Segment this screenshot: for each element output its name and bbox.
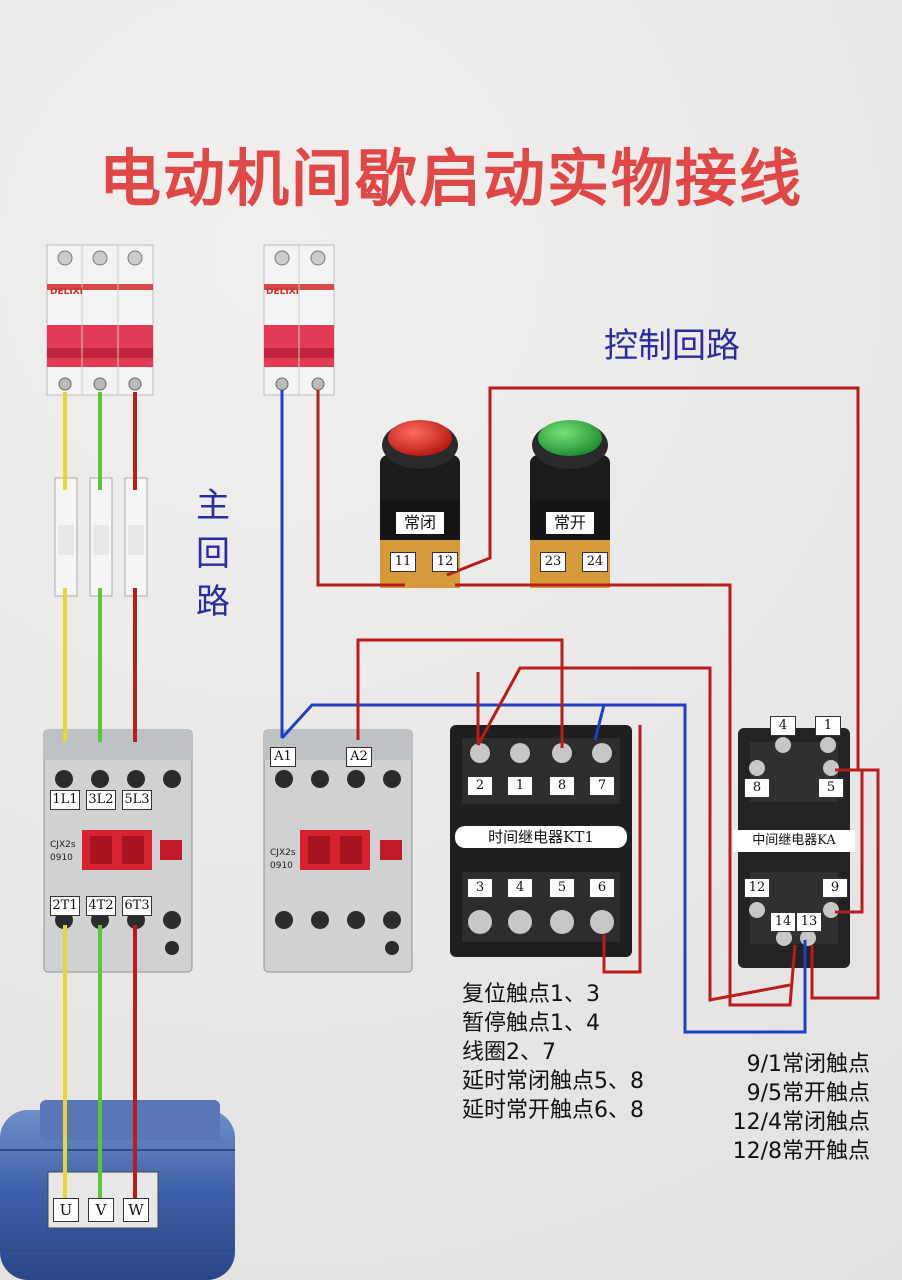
main-contactor-model: CJX2s	[50, 840, 76, 850]
ka-terminal-12: 12	[744, 878, 770, 898]
main-contactor-terminal-4t2: 4T2	[86, 896, 116, 916]
control-circuit-label: 控制回路	[604, 326, 740, 366]
timer-terminal-4: 4	[507, 878, 533, 898]
relay-note: 9/5常开触点	[746, 1081, 870, 1106]
start-button-label: 常开	[546, 512, 594, 534]
timer-terminal-2: 2	[467, 776, 493, 796]
stop-terminal-12: 12	[432, 552, 458, 572]
motor-terminal-w: W	[123, 1198, 149, 1222]
timer-terminal-3: 3	[467, 878, 493, 898]
relay-note: 12/8常开触点	[732, 1139, 870, 1164]
control-contactor-terminal-a1: A1	[270, 747, 296, 767]
motor-terminal-u: U	[53, 1198, 79, 1222]
timer-note: 复位触点1、3	[462, 982, 600, 1007]
timer-note: 延时常闭触点5、8	[462, 1069, 644, 1094]
motor-terminal-v: V	[88, 1198, 114, 1222]
control-breaker	[263, 244, 335, 396]
control-contactor-code: 0910	[270, 861, 293, 871]
start-terminal-24: 24	[582, 552, 608, 572]
timer-relay-name: 时间继电器KT1	[455, 826, 627, 848]
main-contactor-terminal-5l3: 5L3	[122, 790, 152, 810]
ka-terminal-5: 5	[818, 778, 844, 798]
main-contactor-terminal-3l2: 3L2	[86, 790, 116, 810]
main-contactor-code: 0910	[50, 853, 73, 863]
control-contactor	[263, 729, 413, 973]
timer-terminal-1: 1	[507, 776, 533, 796]
main-contactor-terminal-6t3: 6T3	[122, 896, 152, 916]
ka-terminal-14: 14	[770, 912, 796, 932]
relay-note: 9/1常闭触点	[746, 1052, 870, 1077]
main-breaker	[46, 244, 154, 396]
control-contactor-terminal-a2: A2	[346, 747, 372, 767]
relay-notes: 9/1常闭触点 9/5常开触点 12/4常闭触点 12/8常开触点	[704, 1050, 870, 1166]
start-button	[530, 420, 610, 588]
fuse-holders	[54, 477, 148, 597]
timer-notes: 复位触点1、3 暂停触点1、4 线圈2、7 延时常闭触点5、8 延时常开触点6、…	[462, 980, 644, 1125]
page-title: 电动机间歇启动实物接线	[98, 142, 803, 215]
timer-note: 暂停触点1、4	[462, 1011, 600, 1036]
ka-terminal-8: 8	[744, 778, 770, 798]
main-circuit-label-1: 主	[196, 486, 230, 526]
control-circuit-wires	[280, 386, 880, 1034]
main-circuit-wires	[63, 392, 137, 1200]
stop-button-label: 常闭	[396, 512, 444, 534]
main-contactor-terminal-2t1: 2T1	[50, 896, 80, 916]
timer-note: 线圈2、7	[462, 1040, 556, 1065]
ka-terminal-4: 4	[770, 716, 796, 736]
control-contactor-model: CJX2s	[270, 848, 296, 858]
timer-terminal-7: 7	[589, 776, 615, 796]
start-terminal-23: 23	[540, 552, 566, 572]
main-contactor-terminal-1l1: 1L1	[50, 790, 80, 810]
main-circuit-label-2: 回	[196, 534, 230, 574]
motor	[0, 1100, 235, 1280]
main-circuit-label-3: 路	[196, 582, 230, 622]
stop-terminal-11: 11	[390, 552, 416, 572]
ka-terminal-13: 13	[796, 912, 822, 932]
ka-terminal-9: 9	[822, 878, 848, 898]
ka-terminal-1: 1	[815, 716, 841, 736]
breaker-brand-control: DELIXI	[266, 287, 299, 297]
timer-terminal-6: 6	[589, 878, 615, 898]
timer-terminal-5: 5	[549, 878, 575, 898]
relay-ka-name: 中间继电器KA	[733, 830, 855, 852]
breaker-brand-main: DELIXI	[50, 287, 83, 297]
main-contactor	[43, 729, 193, 973]
timer-note: 延时常开触点6、8	[462, 1098, 644, 1123]
timer-terminal-8: 8	[549, 776, 575, 796]
relay-note: 12/4常闭触点	[732, 1110, 870, 1135]
